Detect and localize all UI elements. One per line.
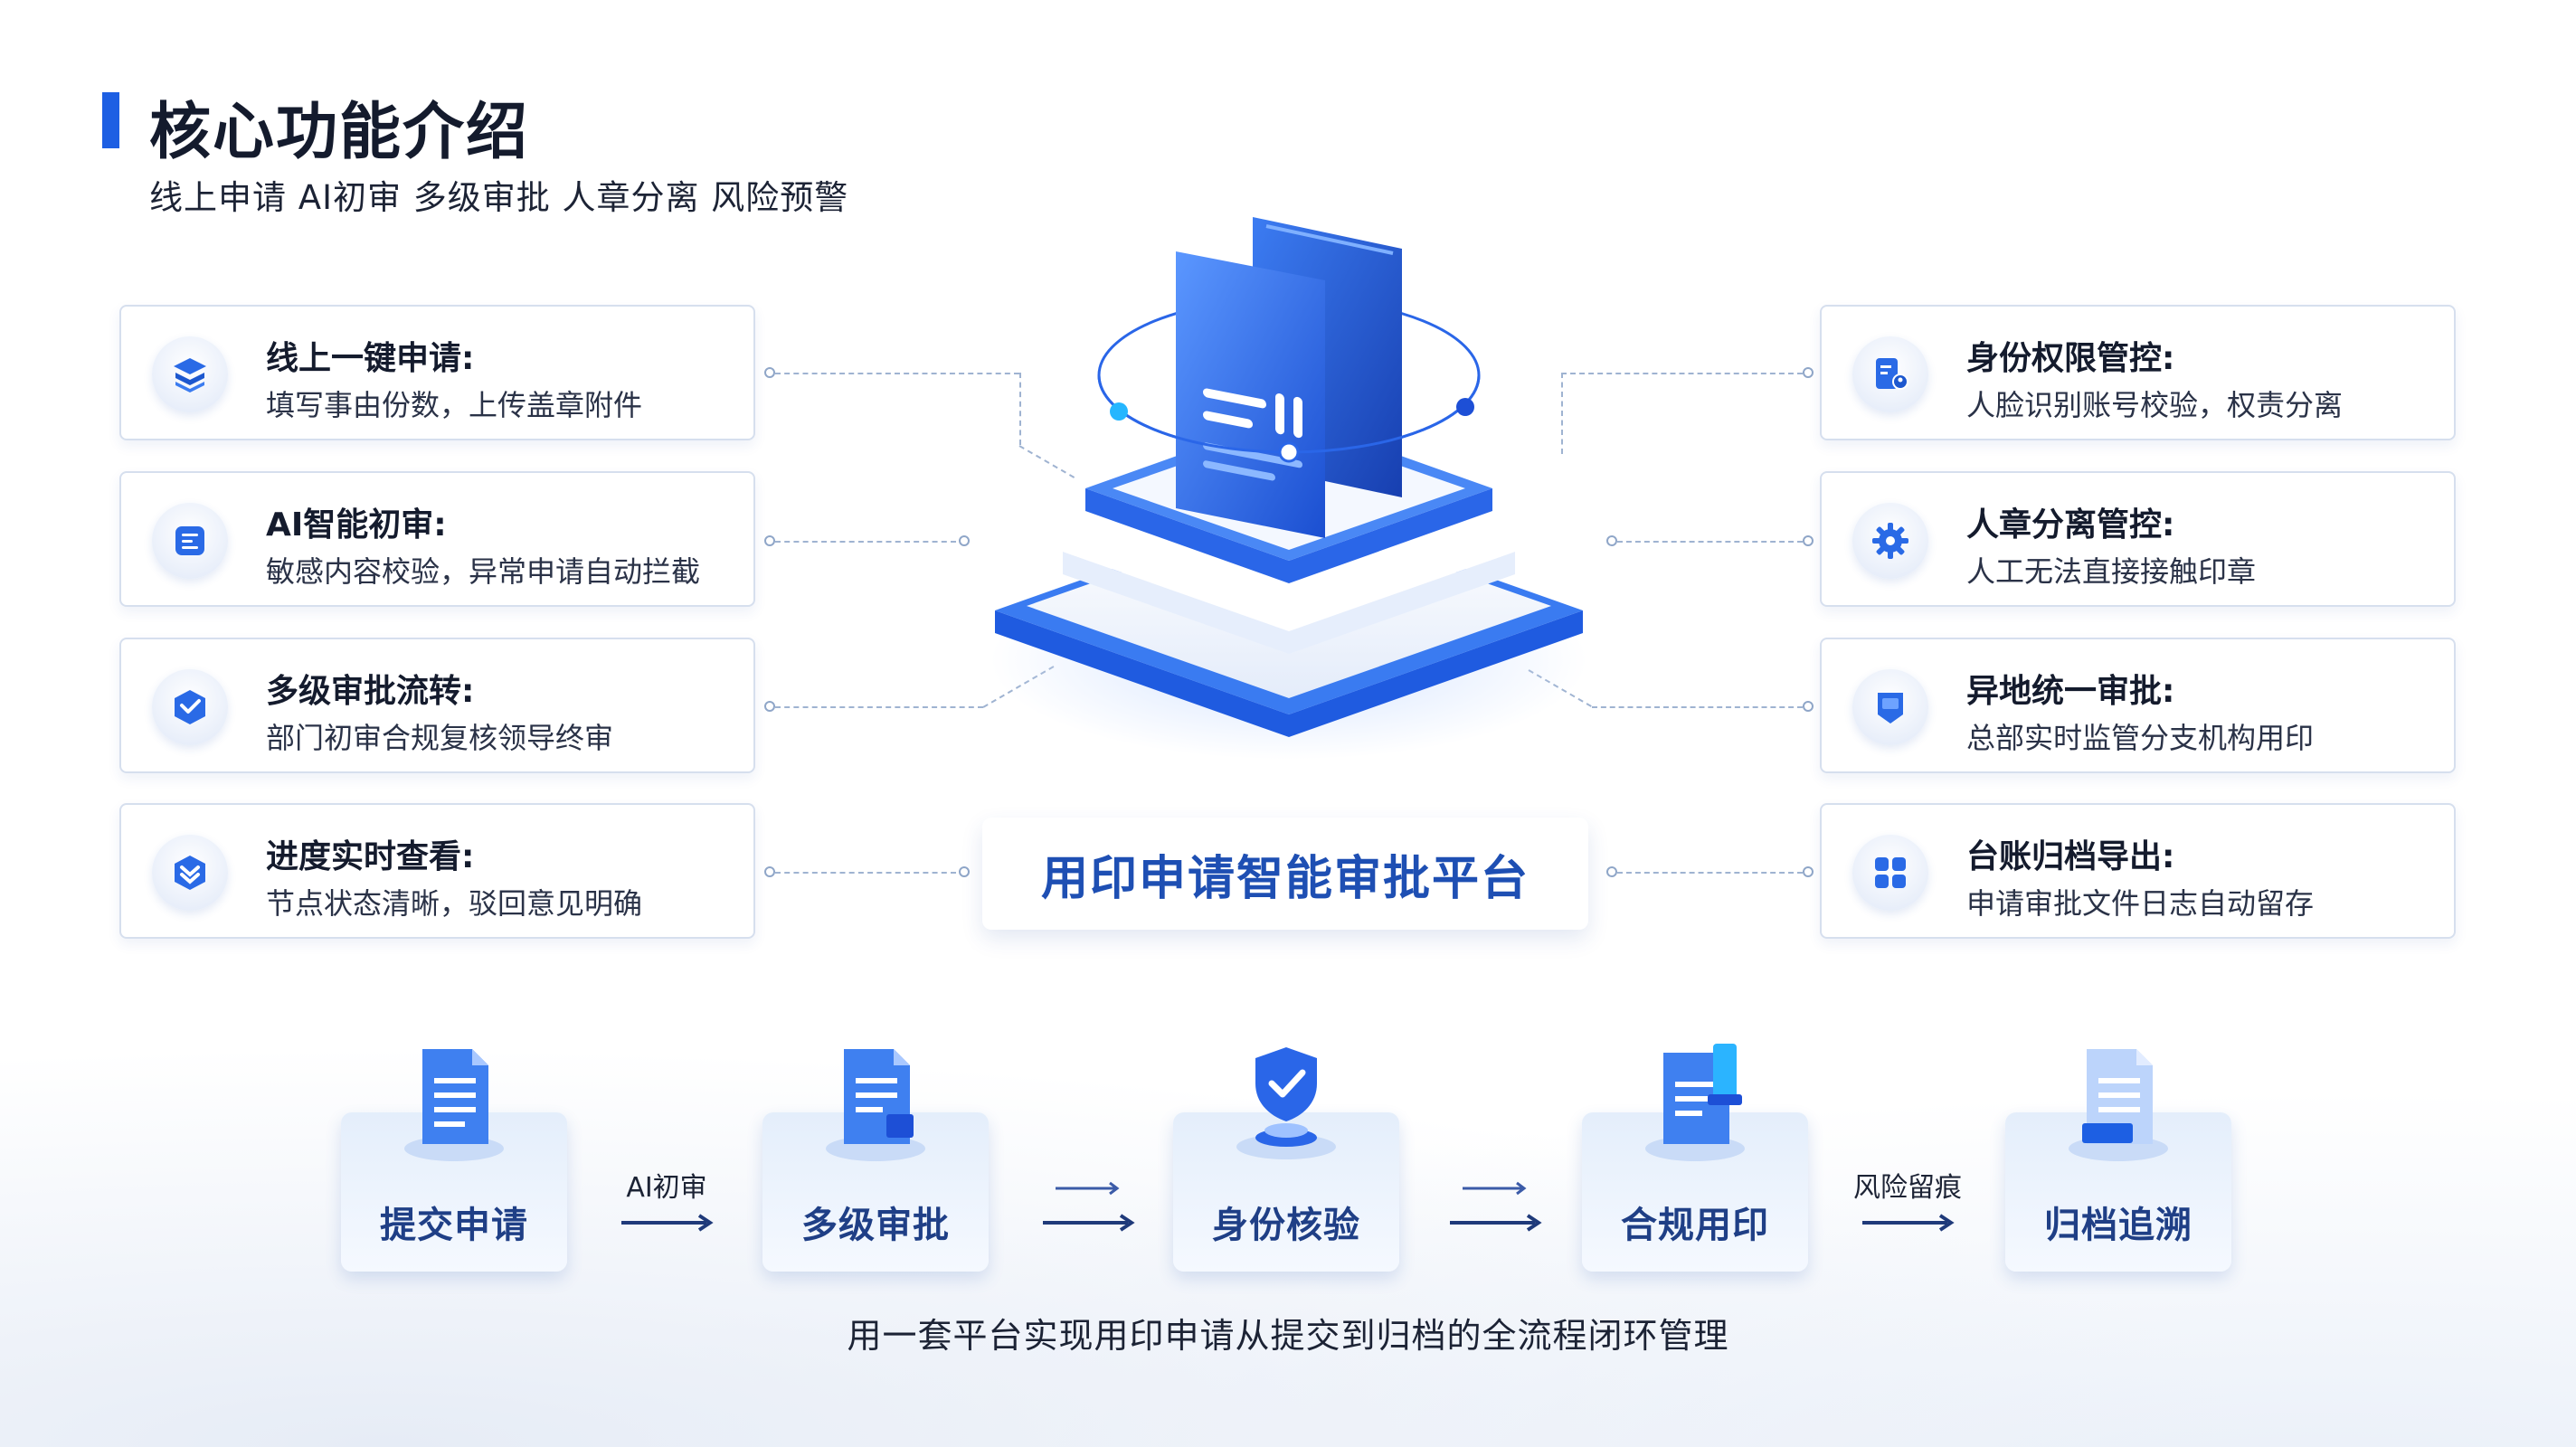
feature-desc: 人工无法直接接触印章 <box>1966 554 2257 589</box>
feature-card-multi-approval[interactable]: 多级审批流转: 部门初审合规复核领导终审 <box>119 638 755 773</box>
feature-desc: 部门初审合规复核领导终审 <box>266 721 614 755</box>
feature-title: 多级审批流转: <box>266 673 475 710</box>
feature-desc: 节点状态清晰，驳回意见明确 <box>266 886 643 921</box>
arrow-label: 风险留痕 <box>1853 1172 1962 1204</box>
document-platform-icon <box>990 217 1587 760</box>
gear-icon <box>1852 503 1928 579</box>
progress-check-icon <box>152 835 228 911</box>
stack-layers-icon <box>152 336 228 412</box>
platform-label: 用印申请智能审批平台 <box>1040 851 1530 906</box>
footer-caption: 用一套平台实现用印申请从提交到归档的全流程闭环管理 <box>847 1316 1729 1356</box>
arrow-right-icon <box>621 1214 714 1232</box>
arrow-right-small-icon <box>1463 1181 1527 1196</box>
feature-desc: 人脸识别账号校验，权责分离 <box>1966 388 2344 422</box>
feature-card-identity[interactable]: 身份权限管控: 人脸识别账号校验，权责分离 <box>1820 305 2456 440</box>
feature-title: 台账归档导出: <box>1966 838 2175 875</box>
feature-title: 异地统一审批: <box>1966 673 2175 710</box>
flow-arrow-4: 风险留痕 <box>1853 1172 1962 1248</box>
arrow-right-icon <box>1862 1214 1955 1232</box>
archive-document-icon <box>2069 1049 2168 1161</box>
feature-card-online-apply[interactable]: 线上一键申请: 填写事由份数，上传盖章附件 <box>119 305 755 440</box>
multi-approval-icon <box>152 669 228 745</box>
step-label: 归档追溯 <box>2044 1205 2192 1246</box>
page-title: 核心功能介绍 <box>149 97 530 168</box>
feature-title: 身份权限管控: <box>1966 340 2175 377</box>
remote-approval-icon <box>1852 669 1928 745</box>
feature-title: 线上一键申请: <box>266 340 475 377</box>
ai-review-icon <box>152 503 228 579</box>
flow-arrow-2 <box>1034 1176 1142 1248</box>
step-label: 身份核验 <box>1212 1205 1360 1246</box>
arrow-label: AI初审 <box>626 1172 707 1204</box>
arrow-right-icon <box>1450 1214 1542 1232</box>
shield-check-icon <box>1236 1047 1336 1159</box>
grid-archive-icon <box>1852 835 1928 911</box>
flow-arrow-3 <box>1441 1176 1549 1248</box>
page-subtitle: 线上申请 AI初审 多级审批 人章分离 风险预警 <box>149 178 849 217</box>
step-label: 提交申请 <box>380 1205 528 1246</box>
feature-title: AI智能初审: <box>266 506 447 544</box>
document-approve-icon <box>826 1049 925 1161</box>
feature-title: 进度实时查看: <box>266 838 475 875</box>
step-label: 多级审批 <box>801 1205 950 1246</box>
feature-desc: 敏感内容校验，异常申请自动拦截 <box>266 554 701 589</box>
platform-label-box: 用印申请智能审批平台 <box>982 818 1588 930</box>
step-label: 合规用印 <box>1621 1205 1769 1246</box>
feature-card-ai-review[interactable]: AI智能初审: 敏感内容校验，异常申请自动拦截 <box>119 471 755 607</box>
flow-arrow-1: AI初审 <box>612 1172 721 1248</box>
feature-desc: 填写事由份数，上传盖章附件 <box>266 388 643 422</box>
title-accent-bar <box>102 92 119 148</box>
arrow-right-icon <box>1043 1214 1135 1232</box>
feature-card-progress[interactable]: 进度实时查看: 节点状态清晰，驳回意见明确 <box>119 803 755 939</box>
feature-card-archive[interactable]: 台账归档导出: 申请审批文件日志自动留存 <box>1820 803 2456 939</box>
feature-desc: 申请审批文件日志自动留存 <box>1966 886 2315 921</box>
document-icon <box>404 1049 504 1161</box>
feature-card-remote-approval[interactable]: 异地统一审批: 总部实时监管分支机构用印 <box>1820 638 2456 773</box>
stamp-document-icon <box>1645 1044 1745 1161</box>
arrow-right-small-icon <box>1056 1181 1120 1196</box>
feature-desc: 总部实时监管分支机构用印 <box>1966 721 2315 755</box>
feature-card-seal-separation[interactable]: 人章分离管控: 人工无法直接接触印章 <box>1820 471 2456 607</box>
feature-title: 人章分离管控: <box>1966 506 2175 544</box>
identity-permission-icon <box>1852 336 1928 412</box>
